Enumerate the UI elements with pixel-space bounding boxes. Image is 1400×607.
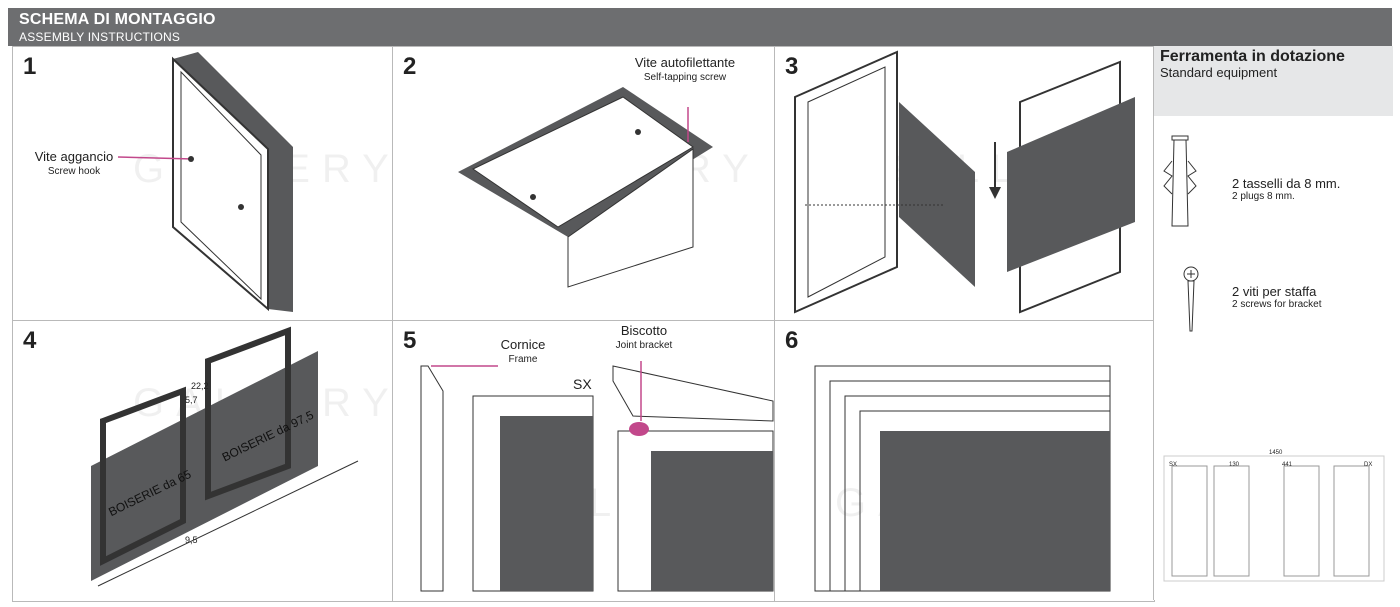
- dimension-9: 9,5: [185, 535, 198, 545]
- step-2-panel: 2 GALLERY Vite autofilettanteSelf-tappin…: [392, 46, 776, 322]
- side-sx-label: SX: [573, 376, 592, 392]
- sidebar-header: Ferramenta in dotazione Standard equipme…: [1154, 46, 1393, 116]
- dimension-5: 5,7: [185, 395, 198, 405]
- step-6-panel: 6 GALLERY: [774, 320, 1155, 602]
- step-4-panel: 4 GALLERY BOISERIE da 65 BOISERIE da 97,…: [12, 320, 394, 602]
- header-bar: SCHEMA DI MONTAGGIO ASSEMBLY INSTRUCTION…: [8, 8, 1392, 46]
- step-1-illustration: [117, 52, 293, 312]
- plug-item: 2 tasselli da 8 mm.2 plugs 8 mm.: [1232, 176, 1341, 202]
- step-number: 4: [23, 327, 37, 354]
- diagram-width: 1450: [1269, 450, 1283, 456]
- step-5-illustration: [420, 361, 774, 592]
- page-subtitle: ASSEMBLY INSTRUCTIONS: [19, 30, 181, 44]
- step-3-illustration: [794, 50, 1135, 314]
- hardware-sidebar: Ferramenta in dotazione Standard equipme…: [1153, 46, 1393, 600]
- step-number: 6: [785, 327, 799, 354]
- diagram-sx: SX: [1169, 462, 1178, 468]
- diagram-dx: DX: [1364, 462, 1373, 468]
- step-number: 5: [403, 327, 417, 354]
- diagram-mid: 130: [1229, 462, 1240, 468]
- screw-icon: [1183, 266, 1199, 332]
- step-4-illustration: [91, 326, 359, 587]
- dimension-22: 22,2: [191, 381, 209, 391]
- sidebar-title: Ferramenta in dotazione: [1160, 48, 1345, 65]
- sidebar-subtitle: Standard equipment: [1160, 65, 1278, 80]
- step-3-panel: 3 GALLERY: [774, 46, 1155, 322]
- step-2-illustration: [458, 87, 713, 288]
- step-number: 1: [23, 53, 37, 80]
- step-number: 2: [403, 53, 417, 80]
- hardware-illustrations: [1163, 135, 1385, 582]
- plug-icon: [1163, 135, 1197, 227]
- step-number: 3: [785, 53, 799, 80]
- diagram-mid2: 441: [1282, 462, 1293, 468]
- step-6-illustration: [814, 365, 1111, 592]
- page-title: SCHEMA DI MONTAGGIO: [19, 11, 216, 28]
